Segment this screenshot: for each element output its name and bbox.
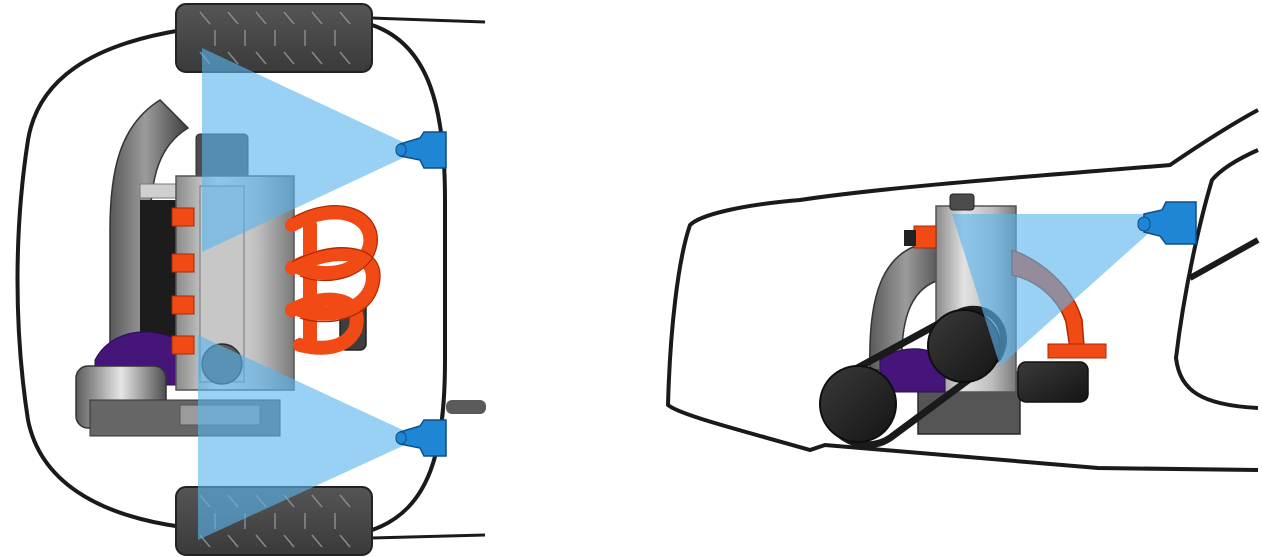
body-line-top bbox=[372, 18, 485, 22]
engine-cap-side bbox=[950, 194, 974, 210]
windshield-inner bbox=[1176, 150, 1258, 408]
injector bbox=[172, 254, 194, 272]
exhaust-flange bbox=[1048, 344, 1106, 358]
injector-side bbox=[914, 226, 936, 248]
top-view bbox=[18, 4, 487, 555]
side-view bbox=[668, 110, 1258, 470]
side-cylinder bbox=[1018, 362, 1088, 402]
side-handle bbox=[446, 400, 486, 414]
injector bbox=[172, 208, 194, 226]
body-line-bottom bbox=[372, 535, 485, 538]
camera-top-front bbox=[396, 132, 446, 168]
sensor-box bbox=[904, 230, 916, 246]
injector bbox=[172, 296, 194, 314]
camera-side bbox=[1138, 202, 1196, 244]
injector bbox=[172, 336, 194, 354]
camera-top-rear bbox=[396, 420, 446, 456]
pulley-large bbox=[820, 366, 896, 442]
wiper-line bbox=[1190, 240, 1258, 278]
